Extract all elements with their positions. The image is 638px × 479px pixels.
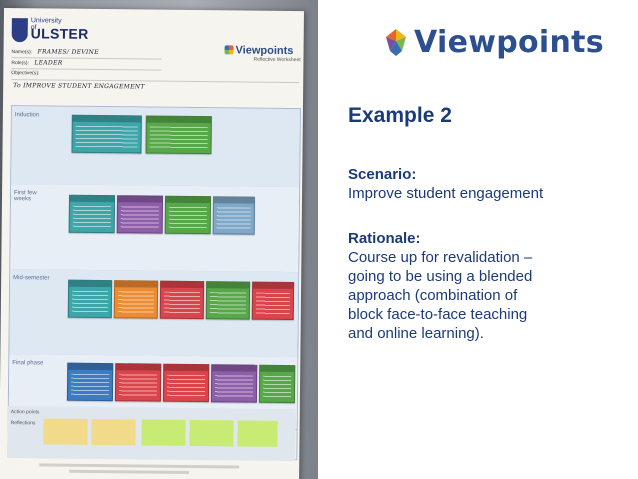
handwritten-objective: To IMPROVE STUDENT ENGAGEMENT: [13, 82, 145, 91]
ulster-logo: University of ULSTER: [11, 16, 89, 49]
rationale-text: Course up for revalidation – going to be…: [348, 248, 628, 343]
card: [68, 194, 116, 234]
viewpoints-brand: Viewpoints: [384, 22, 604, 62]
card: [67, 279, 113, 319]
card: [162, 363, 210, 403]
card: [66, 362, 114, 402]
card: [114, 363, 162, 402]
viewpoints-logo-icon: [386, 29, 406, 56]
sheet-footer-line: [39, 463, 240, 469]
rationale-line: block face-to-face teaching: [348, 306, 528, 323]
handwritten-role: LEADER: [34, 59, 63, 67]
handwritten-name: FRAMES/ DEVINE: [37, 48, 99, 56]
phase-first-few-weeks: First few weeks: [10, 184, 300, 274]
sheet-objective-field: Objective(s):: [11, 70, 300, 84]
scenario-label: Scenario:: [348, 166, 417, 183]
slide-title: Example 2: [348, 104, 452, 127]
rationale-line: approach (combination of: [348, 287, 518, 304]
card: [71, 114, 142, 154]
sheet-brand: Viewpoints: [235, 44, 294, 58]
scenario-text: Improve student engagement: [348, 185, 544, 202]
rationale-line: Course up for revalidation –: [348, 249, 533, 266]
card: [210, 364, 258, 403]
sticky-note: [189, 419, 234, 447]
sheet-name-field: Name(s): FRAMES/ DEVINE: [11, 48, 162, 60]
ulster-logo-big-text: ULSTER: [30, 25, 89, 42]
sticky-note: [141, 419, 186, 446]
worksheet-sheet: University of ULSTER Viewpoints Reflecti…: [0, 8, 304, 479]
sticky-note: [237, 420, 278, 447]
rationale-line: and online learning).: [348, 325, 484, 342]
card: [145, 115, 212, 155]
sticky-note: [43, 418, 88, 445]
viewpoints-wordmark: Viewpoints: [414, 24, 604, 60]
card: [116, 195, 164, 234]
card: [258, 364, 296, 404]
rationale-label: Rationale:: [348, 230, 421, 247]
rationale-line: going to be using a blended: [348, 268, 533, 285]
ulster-crest-icon: [11, 18, 28, 43]
sticky-note: [91, 418, 136, 446]
sheet-viewpoints-icon: [224, 45, 234, 55]
card: [159, 280, 205, 320]
card: [212, 196, 256, 235]
card: [113, 280, 159, 319]
phase-mid-semester: Mid-semester: [9, 269, 299, 359]
sheet-footer-line: [69, 469, 190, 474]
worksheet-photo: University of ULSTER Viewpoints Reflecti…: [0, 0, 318, 479]
sheet-subtitle: Reflective Worksheet: [253, 56, 301, 64]
phase-induction: Induction: [11, 106, 300, 189]
sheet-role-field: Role(s): LEADER: [11, 59, 162, 71]
card: [251, 281, 295, 321]
card: [164, 195, 212, 235]
card: [205, 281, 251, 320]
